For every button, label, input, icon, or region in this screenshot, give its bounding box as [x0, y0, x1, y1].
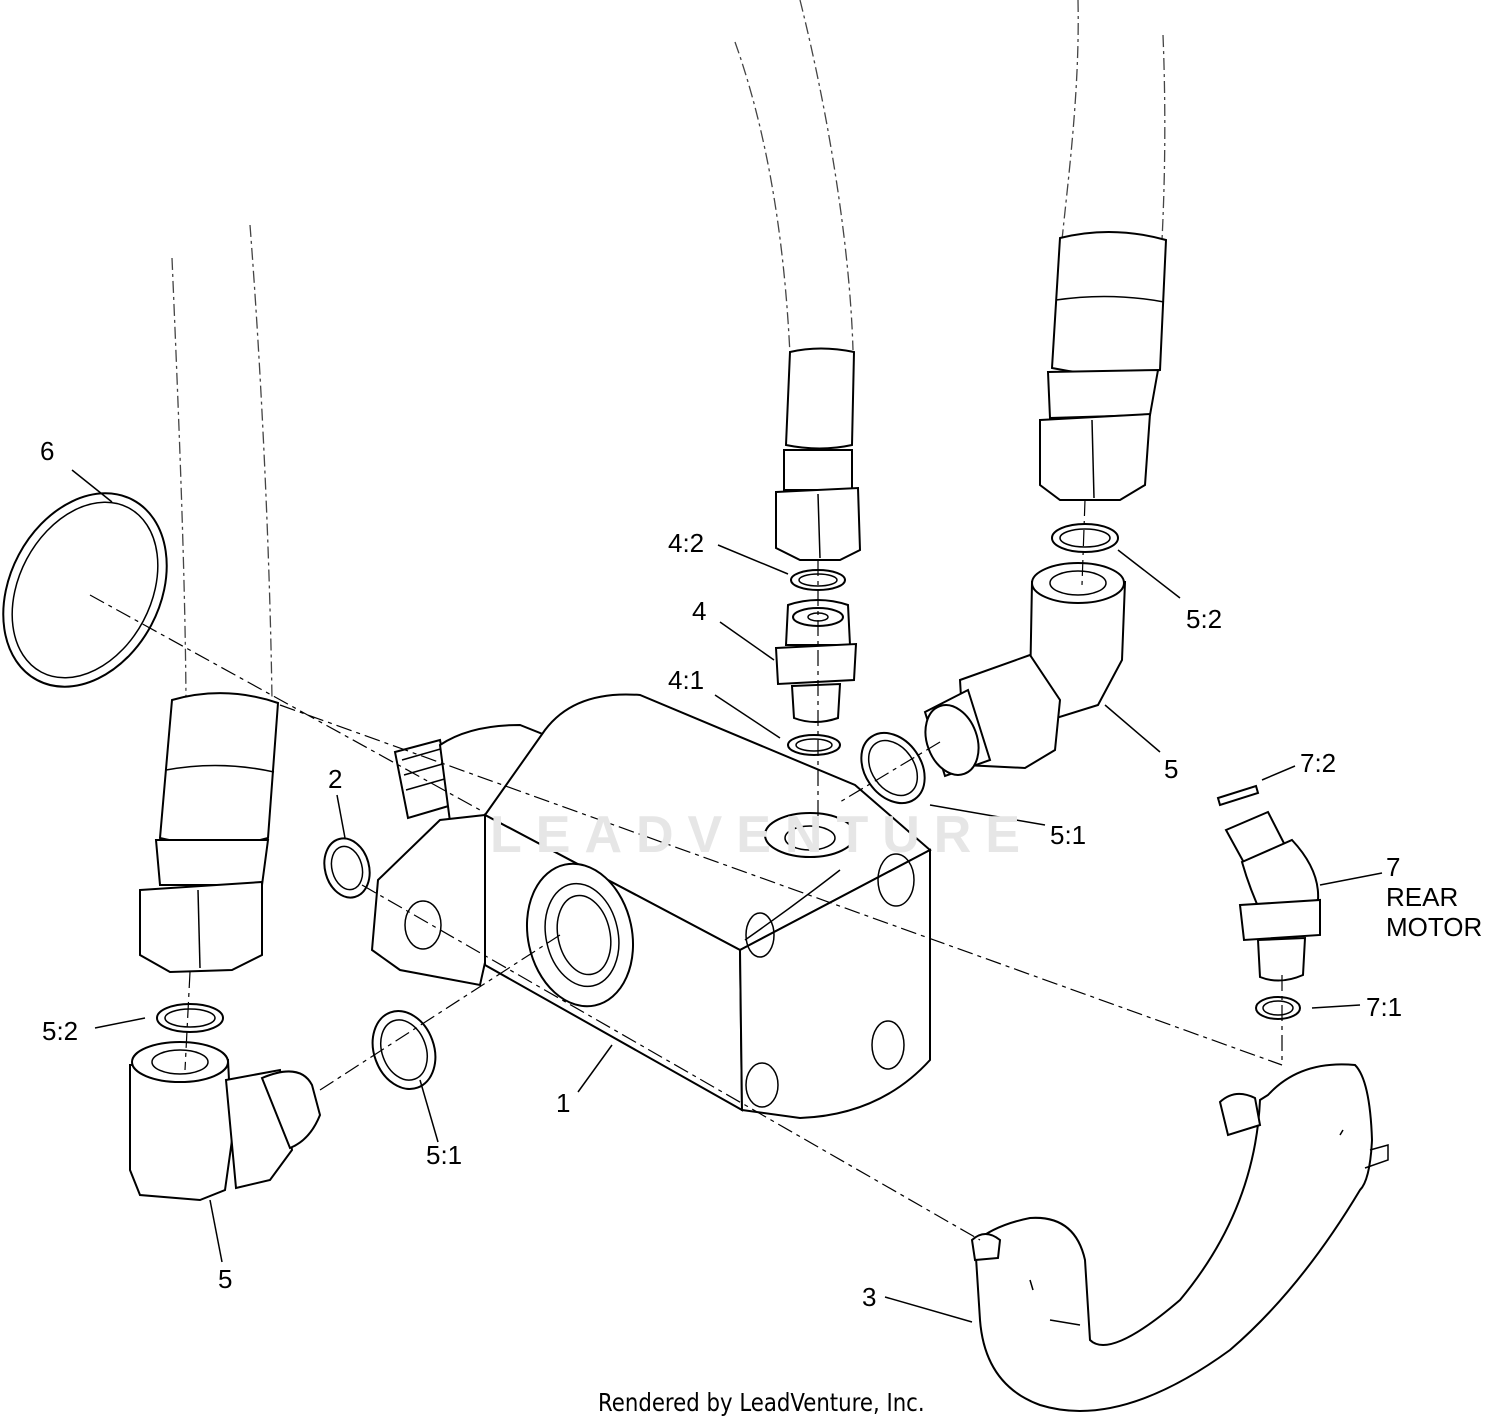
- callout-7: 7 REAR MOTOR: [1386, 852, 1482, 942]
- part-5-elbow-left: [129, 1041, 322, 1202]
- callout-2: 2: [328, 764, 343, 794]
- callout-4-1: 4:1: [668, 665, 705, 695]
- o-ring-4-1: [787, 734, 841, 756]
- o-ring-7-1: [1255, 996, 1301, 1020]
- part-4-straight-fitting: [774, 599, 858, 723]
- callout-3: 3: [862, 1282, 877, 1312]
- callout-5-2-right: 5:2: [1186, 604, 1223, 634]
- o-ring-5-1-left: [371, 1010, 437, 1090]
- callout-7-motor: MOTOR: [1386, 912, 1483, 942]
- hose-left-phantom: [171, 224, 273, 701]
- o-ring-5-2-left: [156, 1003, 224, 1033]
- callout-5-2-left: 5:2: [42, 1016, 79, 1046]
- callout-5-right: 5: [1164, 754, 1179, 784]
- part-5-elbow-right: [923, 562, 1127, 778]
- center-lines: [89, 499, 1283, 1241]
- callout-7-1: 7:1: [1366, 992, 1403, 1022]
- part-3-tube: [970, 1063, 1389, 1412]
- part-2-retaining-ring: [323, 837, 371, 899]
- hose-end-right: [1039, 230, 1168, 501]
- footer-credit: Rendered by LeadVenture, Inc.: [598, 1388, 925, 1417]
- callout-1: 1: [556, 1088, 571, 1118]
- leader-lines: [71, 469, 1383, 1323]
- o-ring-5-1-right: [860, 731, 926, 805]
- callout-4: 4: [692, 596, 707, 626]
- callout-4-2: 4:2: [668, 528, 705, 558]
- o-ring-5-2-right: [1051, 523, 1119, 553]
- part-1-hydraulic-motor: [370, 693, 932, 1120]
- callout-7-2: 7:2: [1300, 748, 1337, 778]
- seal-7-2: [1216, 784, 1260, 807]
- callout-7-rear: REAR: [1386, 882, 1459, 912]
- callout-5-1-right: 5:1: [1050, 820, 1087, 850]
- part-6-o-ring: [2, 492, 168, 688]
- callout-7-number: 7: [1386, 852, 1401, 882]
- part-7-elbow-45: [1224, 810, 1321, 982]
- hose-end-left: [139, 692, 280, 974]
- watermark-text: LEADVENTURE: [490, 806, 1035, 864]
- callout-5-left: 5: [218, 1264, 233, 1294]
- hose-right-phantom: [1061, 0, 1166, 241]
- hose-end-middle: [775, 347, 862, 561]
- callout-6: 6: [40, 436, 55, 466]
- callout-5-1-left: 5:1: [426, 1140, 463, 1170]
- hose-middle-phantom: [734, 0, 854, 356]
